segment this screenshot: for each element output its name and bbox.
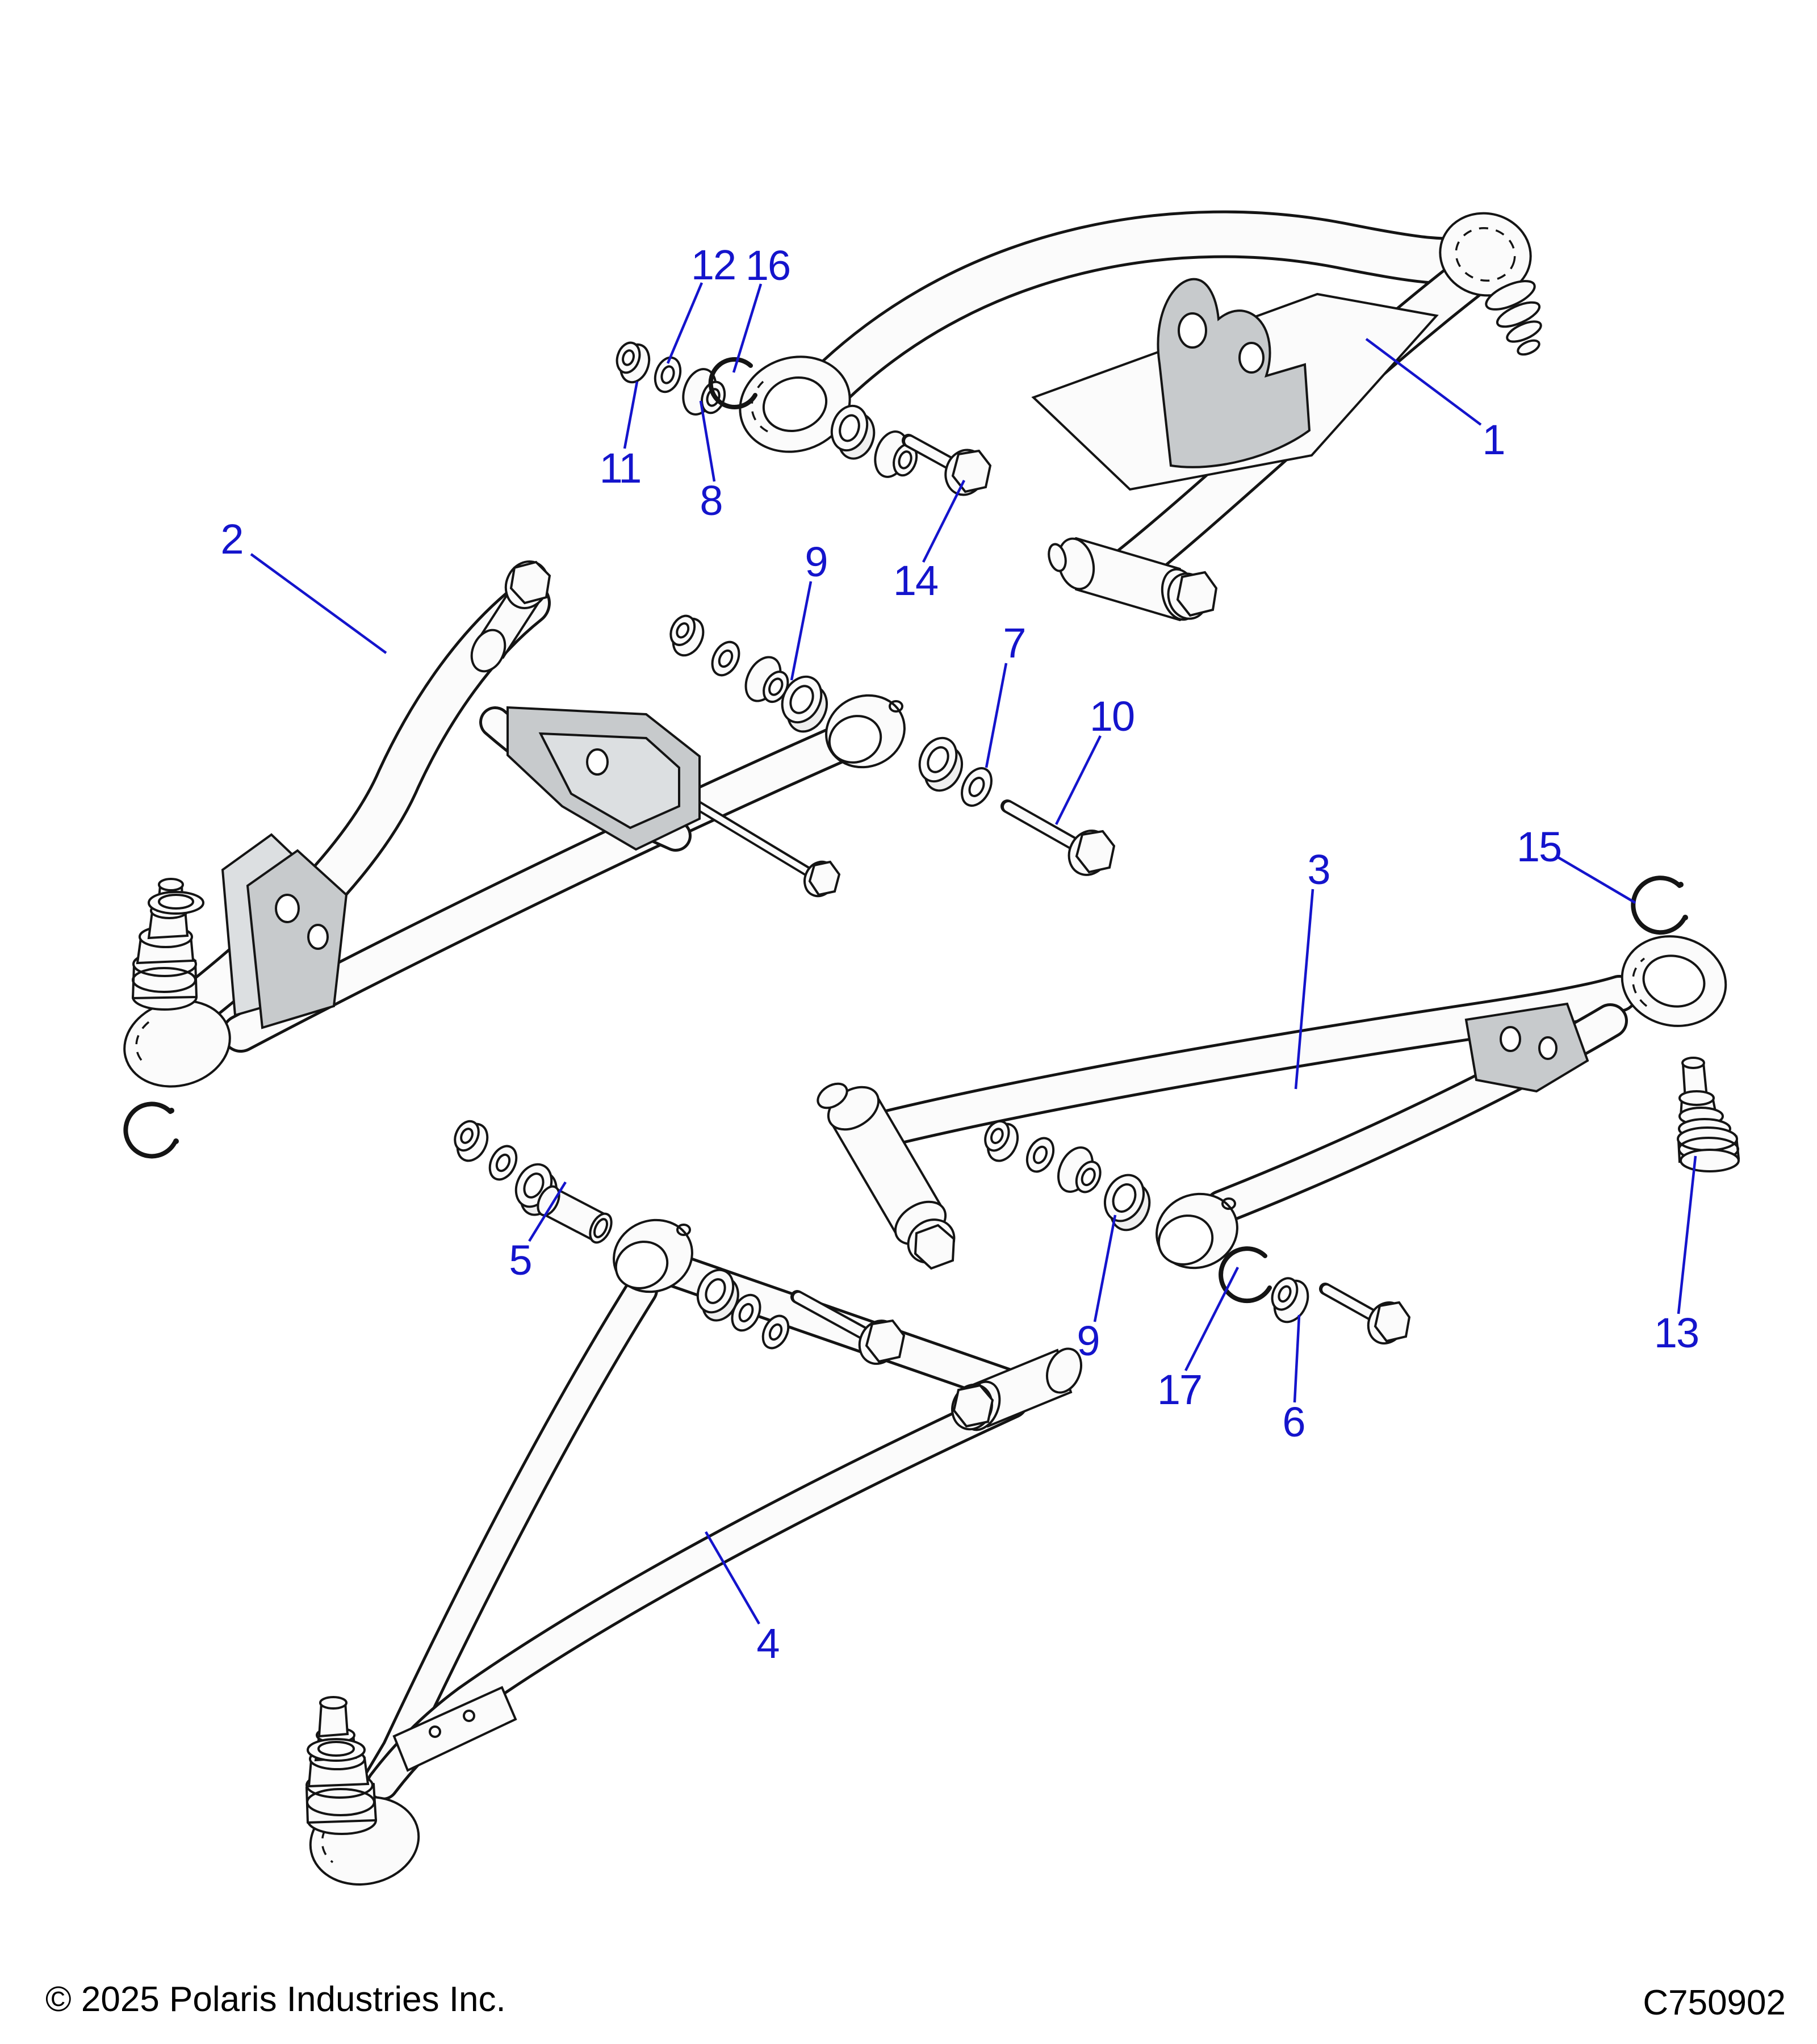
lower-control-arm-right <box>817 876 1740 1345</box>
callout-4: 4 <box>756 1620 778 1667</box>
tip-gusset <box>392 1686 517 1772</box>
washer <box>761 1314 790 1350</box>
bolt-14 <box>902 434 992 496</box>
callout-9b: 9 <box>1077 1317 1099 1364</box>
callout-3: 3 <box>1307 846 1329 893</box>
bolt-10 <box>1000 799 1116 876</box>
copyright-text: © 2025 Polaris Industries Inc. <box>45 1980 506 2019</box>
shock-bracket <box>506 706 701 851</box>
flange-bushing <box>744 656 789 703</box>
callout-7: 7 <box>1003 619 1025 667</box>
ball-joint-13 <box>1677 1057 1740 1172</box>
washer <box>1025 1137 1055 1173</box>
arm3-rear-socket <box>1155 1192 1238 1270</box>
leader-lines <box>250 282 1697 1625</box>
callout-16: 16 <box>746 242 790 289</box>
callout-12: 12 <box>691 241 735 288</box>
callout-6: 6 <box>1282 1398 1304 1446</box>
arm3-balljoint-eye <box>1621 935 1727 1027</box>
arm3-front-pivot <box>817 1082 956 1270</box>
upper-control-arm-right <box>616 210 1542 621</box>
upper-control-arm-left <box>123 560 1116 1159</box>
callout-labels: 1 2 3 4 5 6 7 8 9 9 10 11 12 13 14 15 16… <box>220 241 1699 1667</box>
bushing-9b <box>1103 1174 1151 1232</box>
washer <box>488 1145 518 1181</box>
washer-7 <box>961 767 993 807</box>
arm2-balljoint-end <box>123 833 348 1088</box>
callout-8: 8 <box>700 477 722 524</box>
lower-control-arm-left <box>305 1120 1082 1886</box>
callout-14: 14 <box>893 557 937 604</box>
callout-5: 5 <box>509 1237 531 1284</box>
ball-joint-socket <box>1439 212 1542 356</box>
bolt <box>790 1290 906 1365</box>
nut <box>669 614 705 657</box>
callout-9a: 9 <box>805 538 827 585</box>
arm1-pivot-eye <box>739 355 851 453</box>
nut-11 <box>616 341 651 384</box>
rear-pivot-sleeve <box>1048 537 1218 621</box>
mount-bracket <box>1157 278 1311 468</box>
flange-bushing-8 <box>682 368 726 416</box>
washer-12 <box>654 356 682 393</box>
callout-2: 2 <box>220 516 242 563</box>
arm2-front-pivot <box>470 560 551 673</box>
snap-ring-15 <box>1631 876 1686 935</box>
nut <box>454 1120 489 1162</box>
snap-ring-17 <box>1219 1246 1272 1304</box>
callout-11: 11 <box>600 445 641 492</box>
callout-10: 10 <box>1090 693 1134 740</box>
callout-13: 13 <box>1654 1309 1698 1356</box>
callout-17: 17 <box>1157 1366 1201 1413</box>
flange-bushing <box>874 430 918 478</box>
callout-15: 15 <box>1517 823 1561 870</box>
arm4-right-pivot <box>951 1347 1082 1431</box>
bushing <box>918 736 964 792</box>
washer <box>711 640 740 677</box>
spacer-5 <box>537 1185 613 1244</box>
bushing <box>696 1268 739 1322</box>
bushing-9 <box>781 675 828 733</box>
callout-1: 1 <box>1482 416 1504 463</box>
arm4-socket <box>613 1218 693 1293</box>
arm4-balljoint-tip <box>305 1696 420 1886</box>
flange-bushing <box>1057 1146 1102 1193</box>
snap-ring-loose <box>123 1101 177 1159</box>
diagram-code: C750902 <box>1643 1983 1786 2022</box>
arm2-rear-socket <box>825 694 906 769</box>
nut <box>984 1120 1019 1162</box>
washer <box>731 1293 761 1332</box>
snap-ring-16 <box>708 357 757 409</box>
nut-6 <box>1271 1277 1309 1323</box>
bolt <box>1319 1283 1411 1345</box>
bushing <box>830 404 876 460</box>
clevis-bolt-head <box>803 860 841 898</box>
arm3-bracket <box>1464 1002 1589 1093</box>
